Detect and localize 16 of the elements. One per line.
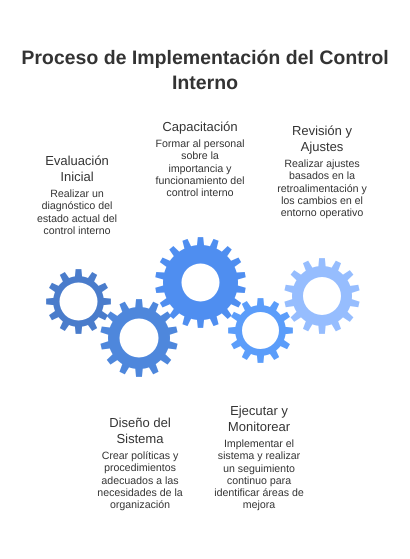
step-description: Formar al personal sobre la importancia y funcionamiento del control interno xyxy=(154,138,246,200)
gear xyxy=(100,299,178,377)
step-title: Evaluación Inicial xyxy=(44,153,110,185)
step-title: Revisión y Ajustes xyxy=(291,123,353,155)
step-description: Crear políticas y procedimientos adecuados a las necesidades de la organización xyxy=(96,450,184,512)
step-description: Realizar ajustes basados en la retroalimentación y los cambios en el entorno operativo xyxy=(276,158,368,220)
gear xyxy=(154,236,246,328)
gear xyxy=(46,268,110,334)
diagram-title: Proceso de Implementación del Control Interno xyxy=(20,46,390,96)
step-title: Ejecutar y Monitorear xyxy=(226,403,292,435)
step-description: Implementar el sistema y realizar un seguimiento continuo para identificar áreas de mejora xyxy=(213,438,305,512)
gear xyxy=(228,298,292,362)
step-description: Realizar un diagnóstico del estado actual del control interno xyxy=(36,188,118,238)
gear xyxy=(284,258,360,334)
step-title: Capacitación xyxy=(161,119,239,135)
step-title: Diseño del Sistema xyxy=(108,415,172,447)
